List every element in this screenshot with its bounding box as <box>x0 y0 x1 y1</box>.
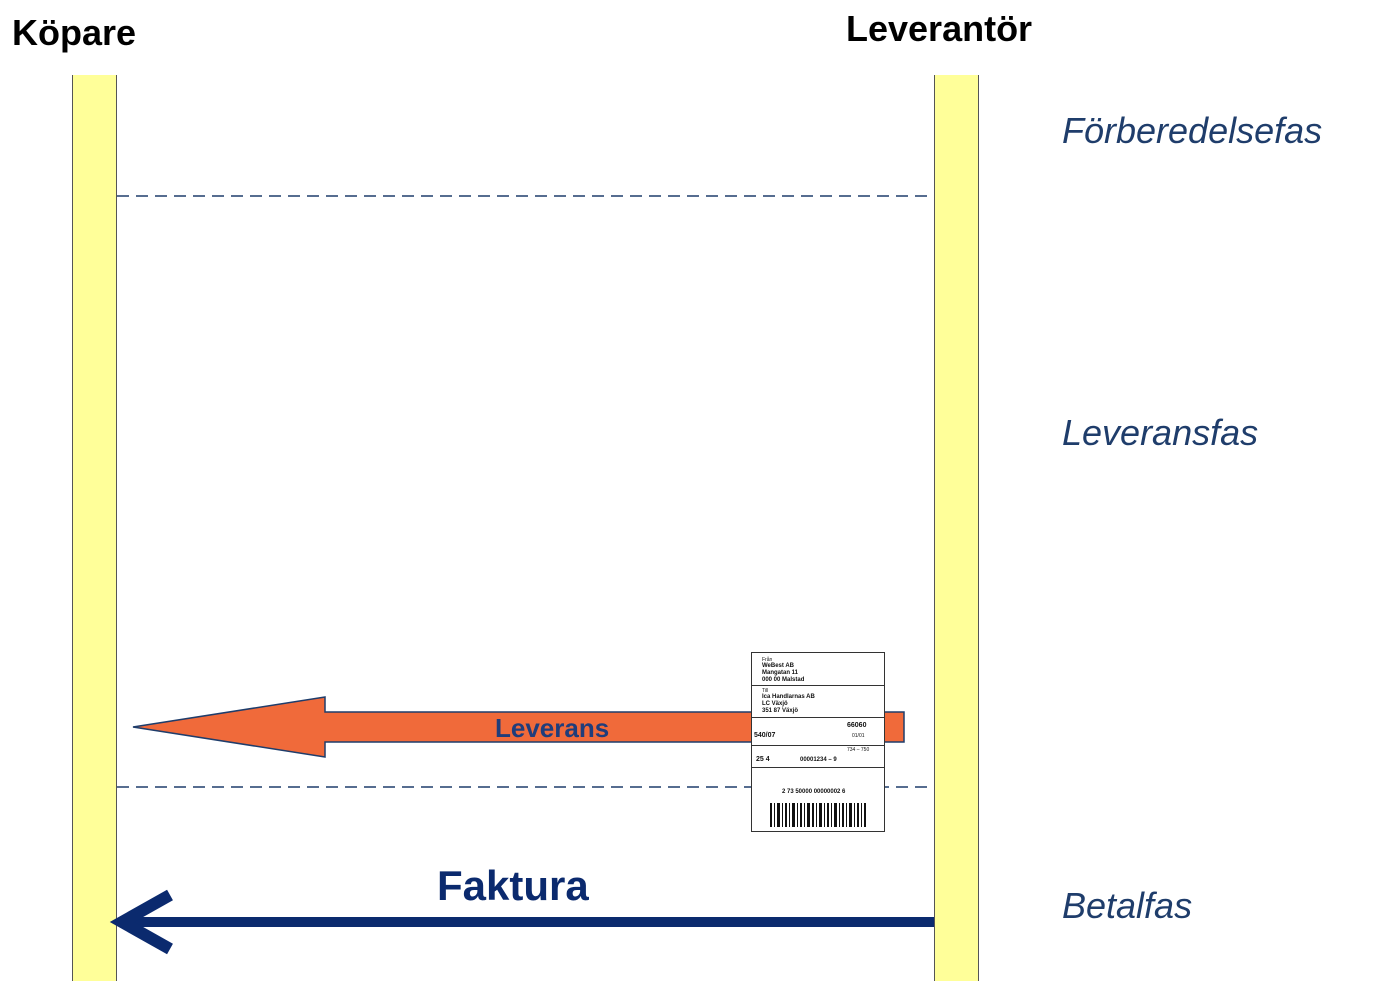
receiver-caption: Till <box>762 688 769 694</box>
sender-name: WeBest AB <box>762 663 795 669</box>
receiver-city: 351 87 Växjö <box>762 708 799 714</box>
label-rule <box>752 767 884 768</box>
label-code-3: 01/01 <box>852 733 865 739</box>
phase-payment-label: Betalfas <box>1062 885 1193 926</box>
phase-delivery-label: Leveransfas <box>1062 412 1259 453</box>
buyer-lifeline <box>72 75 117 981</box>
shipping-label-image: Från WeBest AB Mangatan 11 000 00 Malsta… <box>751 652 885 832</box>
sender-city: 000 00 Malstad <box>762 677 805 683</box>
sender-street: Mangatan 11 <box>762 670 799 676</box>
label-code-2: 540/07 <box>754 732 776 739</box>
buyer-actor-label: Köpare <box>12 12 137 53</box>
label-rule <box>752 745 884 746</box>
label-code-4: 734 – 750 <box>847 747 870 753</box>
label-rule <box>752 685 884 686</box>
label-code-5: 25 4 <box>756 756 770 763</box>
supplier-lifeline <box>934 75 979 981</box>
label-code-1: 66060 <box>847 722 867 729</box>
label-rule <box>752 717 884 718</box>
sender-caption: Från <box>762 657 773 663</box>
label-code-6: 00001234 – 9 <box>800 757 837 763</box>
barcode-text: 2 73 50000 00000002 6 <box>782 789 846 795</box>
barcode-icon <box>770 803 866 827</box>
invoice-message-label: Faktura <box>437 862 589 909</box>
supplier-actor-label: Leverantör <box>846 8 1033 49</box>
delivery-message-label: Leverans <box>495 713 610 743</box>
phase-preparation-label: Förberedelsefas <box>1062 110 1323 151</box>
invoice-arrow-head <box>109 889 173 955</box>
receiver-unit: LC Växjö <box>762 701 788 707</box>
receiver-name: Ica Handlarnas AB <box>762 694 815 700</box>
